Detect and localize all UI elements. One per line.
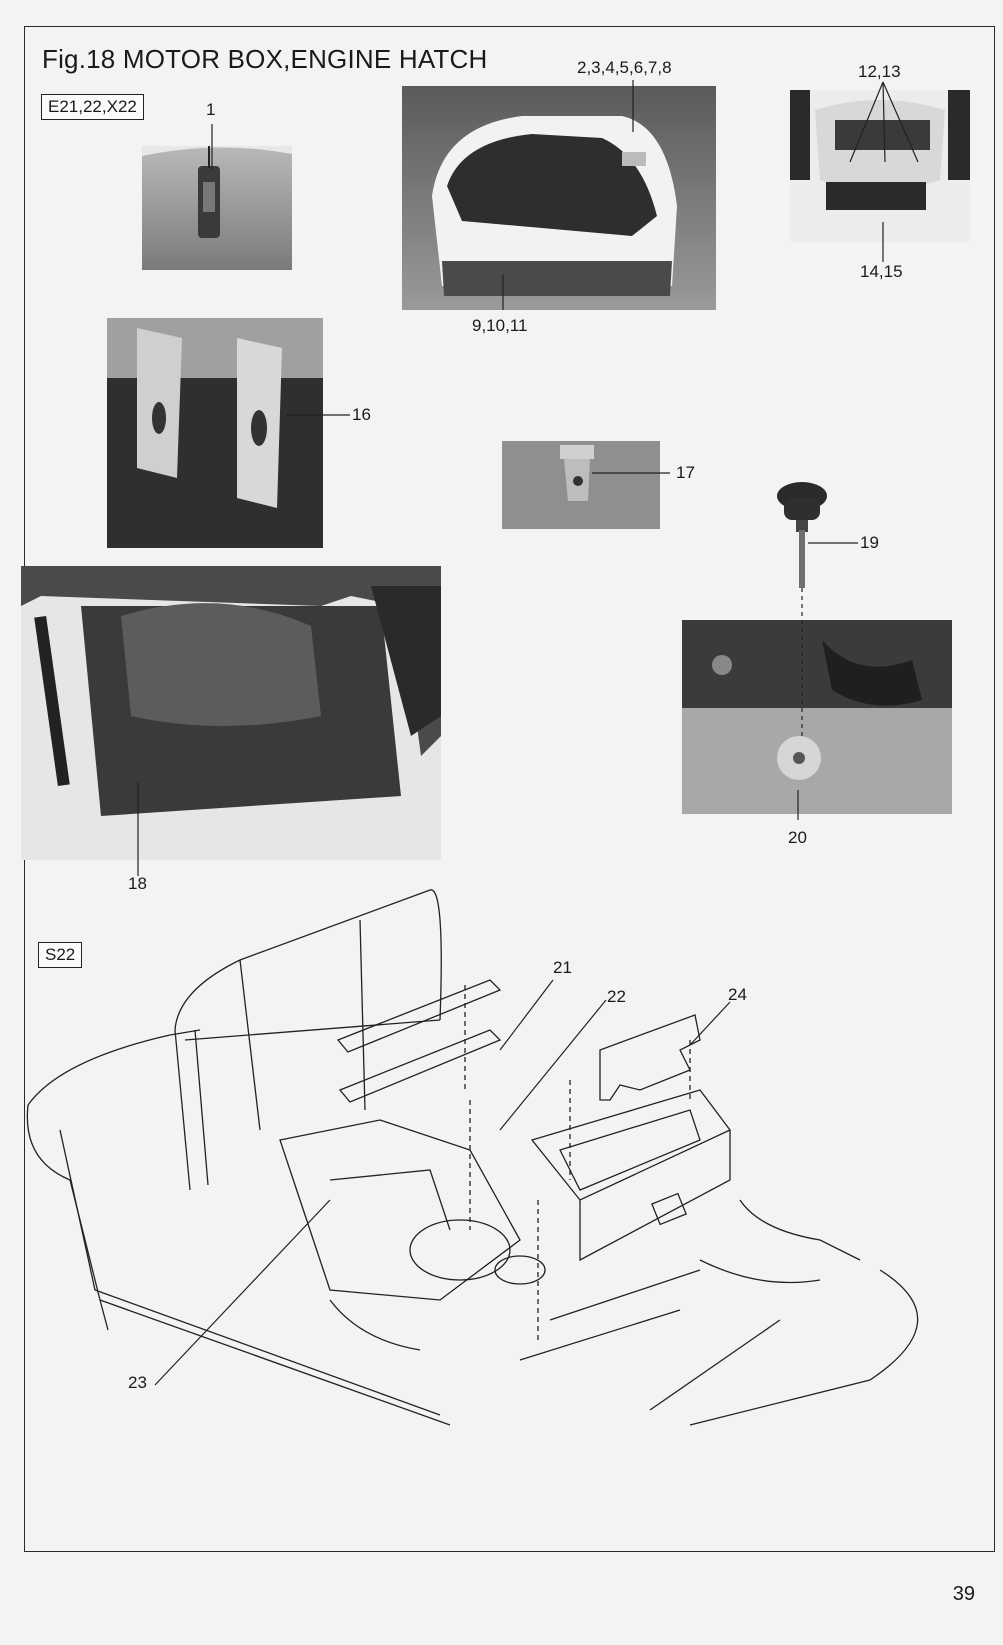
motor-box-illustration [402, 86, 716, 310]
latch-illustration [142, 146, 292, 270]
callout-2-8: 2,3,4,5,6,7,8 [577, 58, 672, 77]
hinge-illustration [502, 441, 660, 529]
vents-illustration [790, 90, 970, 242]
hinge-brackets-illustration [107, 318, 323, 548]
callout-16: 16 [352, 405, 371, 424]
callout-19: 19 [860, 533, 879, 552]
callout-9-11: 9,10,11 [472, 316, 528, 335]
engine-bay-illustration [21, 566, 441, 860]
photo-vents [790, 90, 970, 242]
photo-hinge [502, 441, 660, 529]
hatch-knob-mount-illustration [682, 620, 952, 814]
figure-title: Fig.18 MOTOR BOX,ENGINE HATCH [42, 44, 488, 74]
callout-18: 18 [128, 874, 147, 893]
callout-23: 23 [128, 1373, 147, 1392]
photo-engine-bay [21, 566, 441, 860]
photo-hinge-brackets [107, 318, 323, 548]
callout-12-13: 12,13 [858, 62, 901, 81]
callout-17: 17 [676, 463, 695, 482]
model-group-label-top: E21,22,X22 [41, 94, 144, 120]
model-group-label-bottom: S22 [38, 942, 83, 968]
callout-20: 20 [788, 828, 807, 847]
photo-hatch-knob-mount [682, 620, 952, 814]
callout-21: 21 [553, 958, 572, 977]
photo-motor-box [402, 86, 716, 310]
page-number: 39 [952, 1583, 975, 1605]
callout-1: 1 [206, 100, 216, 119]
callout-14-15: 14,15 [860, 262, 903, 281]
callout-24: 24 [728, 985, 747, 1004]
callout-22: 22 [607, 987, 626, 1006]
photo-latch [142, 146, 292, 270]
